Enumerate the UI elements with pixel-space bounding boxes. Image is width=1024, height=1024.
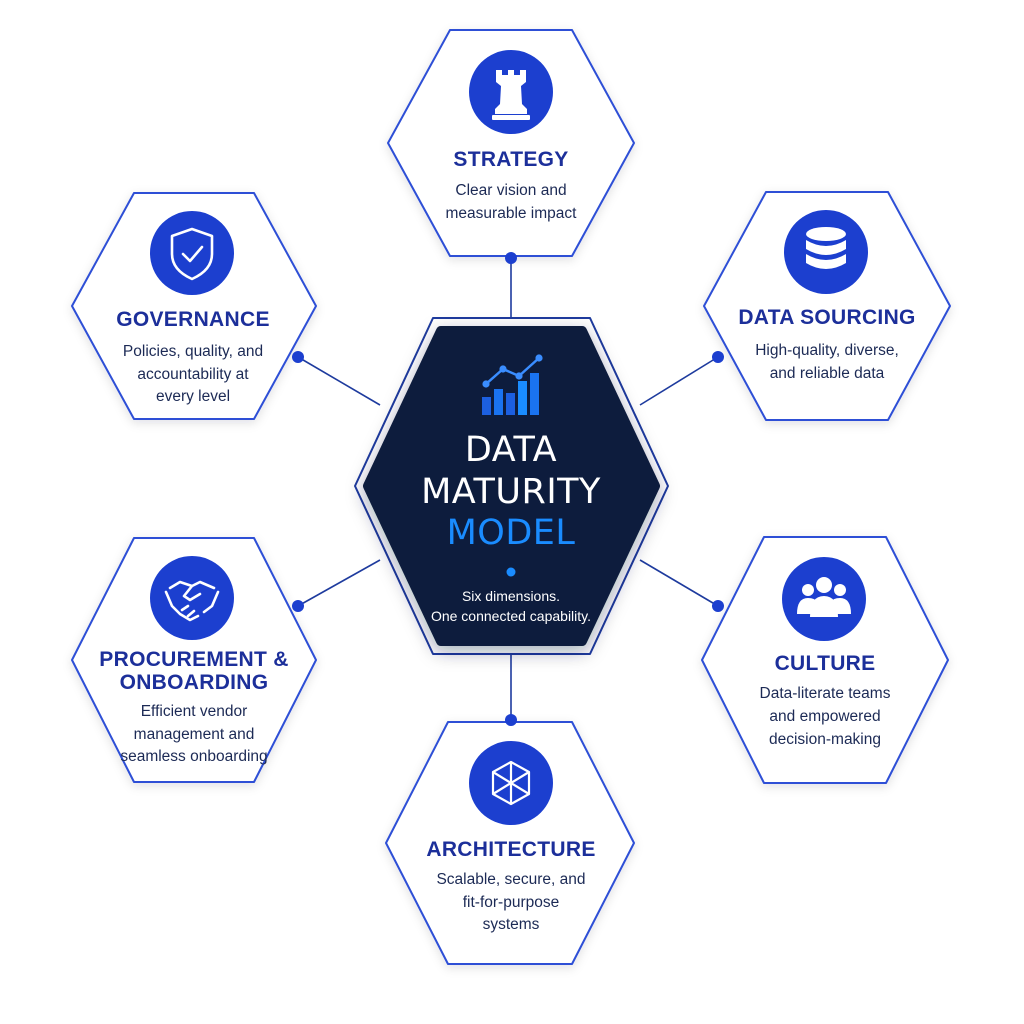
- center-hexagon-fill: [363, 326, 660, 646]
- cube-icon: [491, 760, 531, 806]
- node-data-sourcing-title: DATA SOURCING: [738, 306, 915, 329]
- connector-culture: [639, 559, 719, 607]
- node-architecture-title: ARCHITECTURE: [426, 838, 595, 861]
- node-culture-desc-line3: decision-making: [769, 731, 881, 748]
- node-data-sourcing-hexagon: [703, 191, 951, 421]
- handshake-icon: [164, 580, 220, 622]
- connector-data-sourcing: [639, 356, 719, 406]
- node-architecture-desc-line1: Scalable, secure, and: [436, 871, 585, 888]
- node-strategy: STRATEGY Clear vision and measurable imp…: [387, 29, 635, 264]
- database-icon: [806, 227, 846, 269]
- node-procurement-connector-dot: [292, 600, 304, 612]
- node-culture-connector-dot: [712, 600, 724, 612]
- node-architecture-hexagon: [385, 721, 635, 965]
- center-subtitle-line2: One connected capability.: [431, 608, 591, 624]
- bar-chart-trend-icon: [482, 354, 543, 415]
- node-governance-desc-line2: accountability at: [137, 366, 249, 383]
- node-governance-title: GOVERNANCE: [116, 308, 270, 331]
- node-procurement-title-line2: ONBOARDING: [120, 671, 269, 694]
- node-governance-icon-bg: [150, 211, 234, 295]
- node-governance-connector-dot: [292, 351, 304, 363]
- node-data-sourcing-connector-dot: [712, 351, 724, 363]
- center-title-line3: MODEL: [447, 513, 576, 553]
- node-procurement-desc-line1: Efficient vendor: [141, 703, 248, 720]
- people-group-icon: [797, 577, 851, 617]
- connector-procurement: [297, 559, 381, 607]
- node-governance-desc-line1: Policies, quality, and: [123, 343, 263, 360]
- node-data-sourcing: DATA SOURCING High-quality, diverse, and…: [703, 191, 951, 421]
- shield-check-icon: [170, 227, 214, 281]
- node-architecture-desc-line3: systems: [483, 916, 540, 933]
- node-strategy-hexagon: [387, 29, 635, 257]
- center-hexagon: DATA MATURITY MODEL Six dimensions. One …: [354, 317, 669, 655]
- center-divider-dot: [506, 567, 516, 577]
- node-data-sourcing-desc-line2: and reliable data: [770, 365, 885, 382]
- center-title-line2: MATURITY: [421, 472, 601, 512]
- node-governance-hexagon: [71, 192, 317, 420]
- node-culture-hexagon: [701, 536, 949, 784]
- node-culture-desc-line2: and empowered: [769, 708, 880, 725]
- node-culture: CULTURE Data-literate teams and empowere…: [701, 536, 949, 784]
- chess-rook-icon: [492, 70, 530, 120]
- node-strategy-desc-line2: measurable impact: [446, 205, 578, 222]
- node-strategy-connector-dot: [505, 252, 517, 264]
- node-architecture-desc-line2: fit-for-purpose: [463, 894, 559, 911]
- node-procurement-hexagon: [71, 537, 317, 783]
- node-governance: GOVERNANCE Policies, quality, and accoun…: [71, 192, 317, 420]
- node-strategy-title: STRATEGY: [453, 148, 568, 171]
- node-procurement-title-line1: PROCUREMENT &: [99, 648, 288, 671]
- center-title-line1: DATA: [465, 430, 557, 470]
- node-procurement-desc-line3: seamless onboarding: [120, 748, 267, 765]
- node-governance-desc-line3: every level: [156, 388, 230, 405]
- node-procurement: PROCUREMENT & ONBOARDING Efficient vendo…: [71, 537, 317, 783]
- center-subtitle-line1: Six dimensions.: [462, 588, 560, 604]
- connectors: [297, 258, 719, 720]
- node-data-sourcing-desc-line1: High-quality, diverse,: [755, 342, 899, 359]
- node-procurement-desc-line2: management and: [134, 726, 255, 743]
- node-architecture-connector-dot: [505, 714, 517, 726]
- node-culture-desc-line1: Data-literate teams: [760, 685, 891, 702]
- node-strategy-desc-line1: Clear vision and: [455, 182, 566, 199]
- node-architecture: ARCHITECTURE Scalable, secure, and fit-f…: [385, 714, 635, 965]
- connector-governance: [297, 356, 381, 406]
- node-culture-title: CULTURE: [775, 652, 876, 675]
